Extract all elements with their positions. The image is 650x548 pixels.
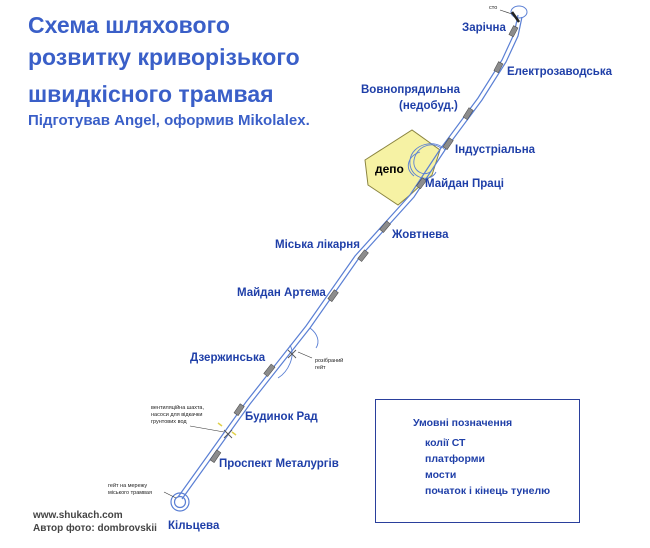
legend-item-platforms: платформи bbox=[425, 453, 485, 465]
bridges bbox=[223, 349, 297, 439]
station-elektrozavodska: Електрозаводська bbox=[507, 66, 613, 78]
note-gate-line-2: гейт bbox=[315, 365, 326, 371]
note-gate: розібраний гейт bbox=[315, 358, 343, 372]
note-shaft-line-1: вентиляційна шахта, bbox=[151, 405, 205, 411]
station-zhovtneva: Жовтнева bbox=[392, 229, 449, 241]
station-kiltseva: Кільцева bbox=[168, 520, 220, 532]
station-dzerzhynska: Дзержинська bbox=[190, 352, 266, 364]
station-vovnopryadylna: Вовнопрядильна bbox=[361, 84, 460, 96]
photo-credit: Автор фото: dombrovskii bbox=[33, 523, 157, 534]
site-credit: www.shukach.com bbox=[33, 510, 123, 521]
tunnel-marks bbox=[217, 422, 237, 436]
station-miska-likarnia: Міська лікарня bbox=[275, 239, 360, 251]
note-shaft: вентиляційна шахта, насоси для відкачки … bbox=[151, 405, 204, 426]
station-prospekt-metalurhiv: Проспект Металургів bbox=[219, 458, 339, 470]
station-maidan-pratsi: Майдан Праці bbox=[425, 178, 504, 190]
note-shaft-line-2: насоси для відкачки bbox=[151, 412, 203, 418]
station-maidan-artema: Майдан Артема bbox=[237, 287, 326, 299]
south-loop bbox=[170, 492, 190, 512]
platform bbox=[327, 289, 339, 302]
note-city-gate-line-2: міського трамвая bbox=[108, 490, 152, 496]
title-credits: Підготував Angel, оформив Mikolalex. bbox=[28, 112, 310, 129]
depot-label: депо bbox=[375, 162, 404, 176]
legend-item-tunnel: початок і кінець тунелю bbox=[425, 485, 551, 497]
platform bbox=[379, 220, 391, 233]
note-city-gate: гейт на мережу міського трамвая bbox=[108, 483, 152, 497]
platform bbox=[462, 107, 474, 121]
platform bbox=[263, 363, 276, 377]
platform bbox=[416, 177, 427, 190]
legend-item-tracks: колії СТ bbox=[425, 437, 466, 449]
platform bbox=[442, 137, 454, 150]
note-city-gate-line-1: гейт на мережу bbox=[108, 483, 148, 489]
dzerzhynska-gate-tracks bbox=[277, 327, 319, 379]
note-shaft-line-3: грунтових вод bbox=[151, 419, 187, 425]
note-leaders bbox=[163, 9, 513, 499]
main-tracks bbox=[177, 14, 523, 500]
platform bbox=[233, 403, 245, 416]
platform bbox=[357, 249, 369, 262]
legend-title: Умовні позначення bbox=[413, 417, 513, 429]
station-budynok-rad: Будинок Рад bbox=[245, 411, 318, 423]
legend: Умовні позначення колії СТ платформи мос… bbox=[375, 399, 580, 523]
title-line-3: швидкісного трамвая bbox=[28, 81, 274, 107]
platform bbox=[508, 25, 519, 38]
depot-tracks bbox=[407, 143, 446, 179]
station-zarichna: Зарічна bbox=[462, 22, 506, 34]
title-line-1: Схема шляхового bbox=[28, 12, 230, 38]
station-vovnopryadylna-note: (недобуд.) bbox=[399, 100, 458, 112]
note-gate-line-1: розібраний bbox=[315, 358, 344, 364]
station-industrialna: Індустріальна bbox=[455, 144, 536, 156]
title-line-2: розвитку криворізького bbox=[28, 44, 300, 70]
north-loop bbox=[510, 5, 528, 23]
legend-item-bridges: мости bbox=[425, 469, 457, 481]
platforms bbox=[209, 25, 519, 463]
note-sto: сто bbox=[489, 5, 498, 11]
platform bbox=[493, 61, 504, 74]
platform bbox=[209, 449, 222, 463]
